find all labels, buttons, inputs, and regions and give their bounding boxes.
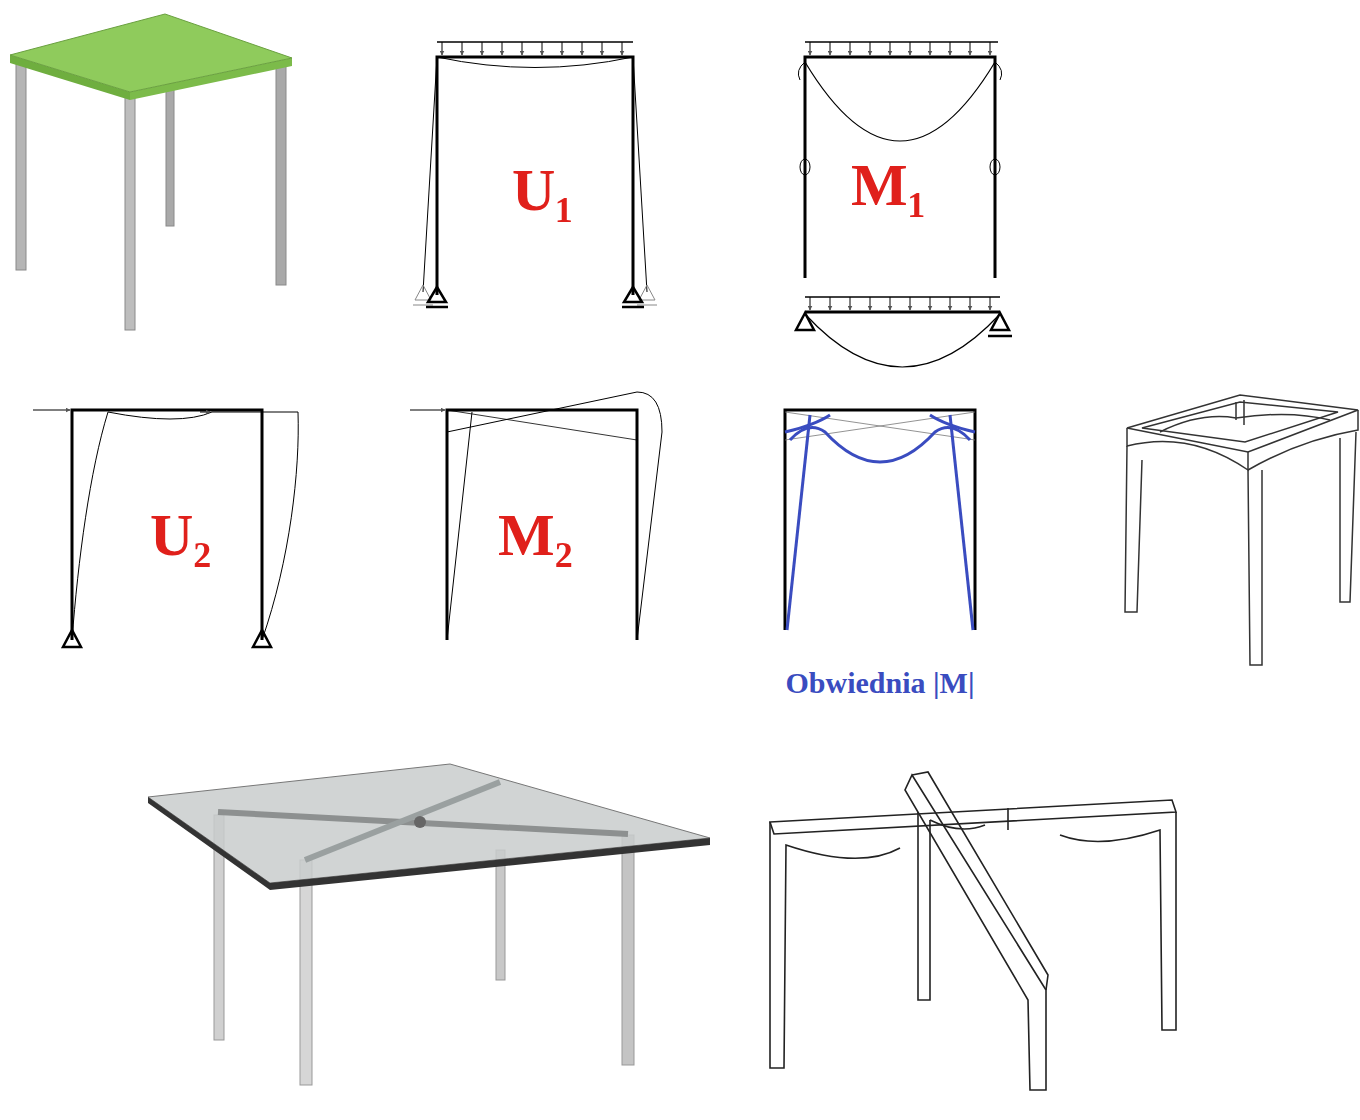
- moment-label: M₁: [851, 155, 926, 215]
- stool-sketch: [1125, 395, 1358, 665]
- displacement-label: U₁: [512, 160, 573, 220]
- frame-u2: [33, 410, 298, 647]
- frame-envelope: [785, 410, 975, 630]
- glass-table: [148, 764, 710, 1085]
- frame-m2: [410, 392, 662, 640]
- cross-frame-sketch: [770, 772, 1176, 1090]
- moment-label: M₂: [498, 505, 573, 565]
- frame-u1: [413, 42, 657, 307]
- table-3d: [10, 14, 292, 330]
- envelope-label: Obwiednia |M|: [785, 668, 974, 698]
- frame-m1: [796, 42, 1012, 367]
- displacement-label: U₂: [150, 505, 211, 565]
